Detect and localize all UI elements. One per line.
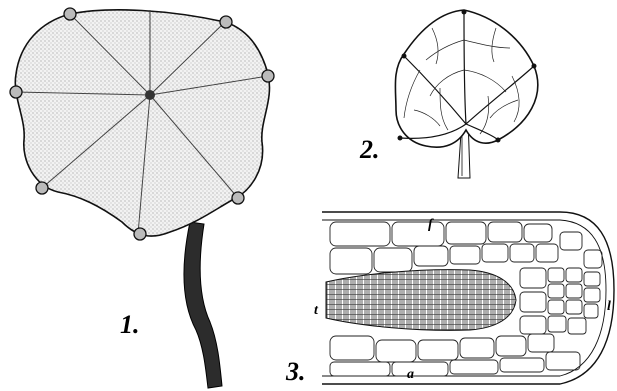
hydathode <box>64 8 76 20</box>
leaf2-blade <box>395 10 537 147</box>
figure-2-number: 2. <box>359 135 380 164</box>
figure-2-leaf: 2. <box>359 10 538 179</box>
label-a: a <box>407 367 414 382</box>
figure-3-number: 3. <box>285 357 306 386</box>
hydathode <box>10 86 22 98</box>
label-l: l <box>607 299 611 314</box>
hydathode <box>232 192 244 204</box>
figure-1-leaf: 1. <box>10 8 274 388</box>
figure-3-section: f t a l 3. <box>285 212 614 386</box>
hydathode <box>36 182 48 194</box>
label-t: t <box>314 303 319 318</box>
hydathode <box>262 70 274 82</box>
tracheid-bundle <box>326 270 516 331</box>
leaf-petiole <box>184 222 222 388</box>
hydathode <box>134 228 146 240</box>
leaf-petiole-attachment <box>145 90 155 100</box>
hydathode <box>220 16 232 28</box>
figure-1-number: 1. <box>120 310 140 339</box>
leaf-blade <box>15 10 269 236</box>
